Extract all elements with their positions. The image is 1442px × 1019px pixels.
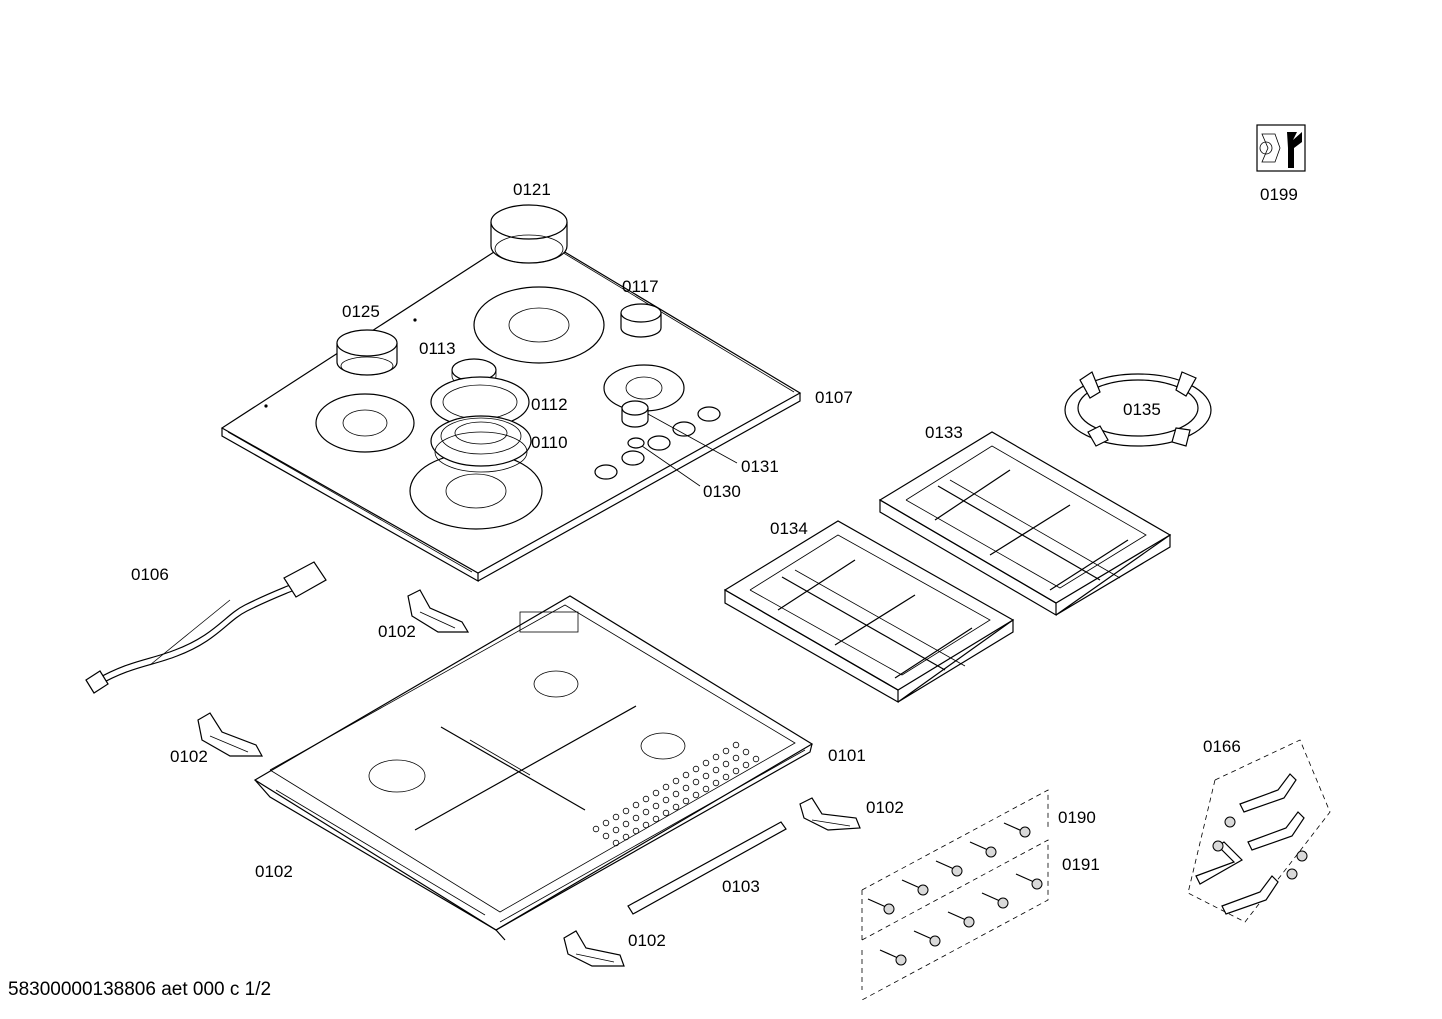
part-label-0191: 0191 xyxy=(1062,855,1100,874)
part-label-0103: 0103 xyxy=(722,877,760,896)
part-label-0166: 0166 xyxy=(1203,737,1241,756)
burner-cap-large xyxy=(490,204,568,264)
part-label-0107: 0107 xyxy=(815,388,853,407)
base-tray xyxy=(253,595,814,941)
part-label-0135: 0135 xyxy=(1123,400,1161,419)
mounting-clip xyxy=(407,589,470,633)
part-label-0131: 0131 xyxy=(741,457,779,476)
part-label-0125: 0125 xyxy=(342,302,380,321)
part-label-0112: 0112 xyxy=(531,395,568,414)
part-label-0101: 0101 xyxy=(828,746,866,765)
wok-burner-stack xyxy=(430,358,532,473)
part-label-0102-e: 0102 xyxy=(628,931,666,950)
clip-kit xyxy=(1187,739,1331,923)
wok-ring xyxy=(1064,371,1212,447)
part-label-0117: 0117 xyxy=(622,277,659,296)
part-label-0121: 0121 xyxy=(513,180,551,199)
part-label-0199: 0199 xyxy=(1260,185,1298,204)
mounting-clip xyxy=(563,930,625,967)
part-label-0110: 0110 xyxy=(531,433,568,452)
seal-strip xyxy=(627,821,787,915)
mounting-clip xyxy=(799,797,861,831)
part-label-0113: 0113 xyxy=(419,339,456,358)
mounting-clip xyxy=(197,712,264,757)
part-label-0134: 0134 xyxy=(770,519,808,538)
burner-cap-medium xyxy=(336,329,398,376)
vent-grille xyxy=(592,741,760,847)
pan-support-left xyxy=(723,520,1015,704)
screw-set-box xyxy=(861,789,1049,1001)
control-knob xyxy=(621,400,738,464)
part-label-0102-b: 0102 xyxy=(170,747,208,766)
part-label-0133: 0133 xyxy=(925,423,963,442)
service-tool-icon xyxy=(1256,124,1306,172)
screw-icon xyxy=(867,822,1043,966)
part-label-0102-c: 0102 xyxy=(866,798,904,817)
document-footer: 58300000138806 aet 000 c 1/2 xyxy=(8,979,272,1000)
burner-cap-small xyxy=(620,303,662,338)
part-label-0106: 0106 xyxy=(131,565,169,584)
part-label-0130: 0130 xyxy=(703,482,741,501)
pan-support-right xyxy=(878,431,1172,617)
power-cable xyxy=(85,561,327,694)
part-label-0102-a: 0102 xyxy=(378,622,416,641)
knob-spindle xyxy=(627,437,701,487)
part-label-0190: 0190 xyxy=(1058,808,1096,827)
part-label-0102-d: 0102 xyxy=(255,862,293,881)
